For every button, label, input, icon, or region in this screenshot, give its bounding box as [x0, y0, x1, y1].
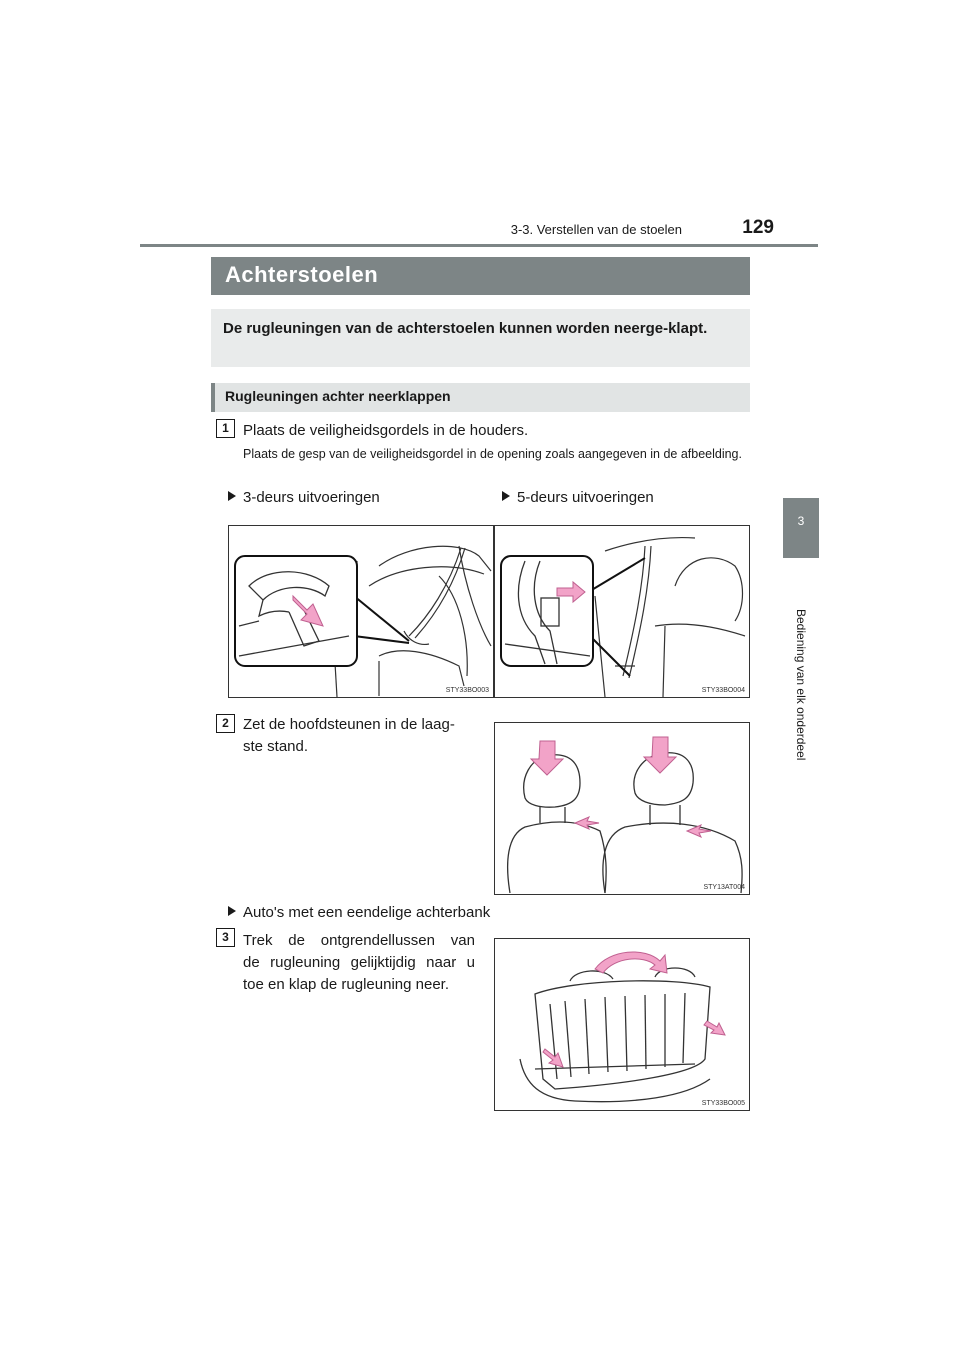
pink-arrow-icon — [703, 1020, 726, 1036]
triangle-bullet-icon — [228, 906, 236, 916]
pink-arrow-icon — [685, 824, 712, 838]
figure-code: STY13AT004 — [703, 884, 745, 891]
intro-box: De rugleuningen van de achterstoelen kun… — [211, 309, 750, 367]
pink-arrow-icon — [542, 1048, 564, 1068]
figure-code: STY33BO005 — [701, 1100, 745, 1107]
variant-one-piece-label: Auto's met een eendelige achterbank — [243, 904, 491, 921]
section-title: Achterstoelen — [225, 262, 379, 287]
header-divider — [140, 244, 818, 247]
subsection-accent — [211, 383, 215, 412]
pink-arrow-icon — [292, 594, 324, 627]
figure-code: STY33BO003 — [445, 687, 489, 694]
step-badge-1: 1 — [216, 419, 235, 438]
fold-arrow-icon — [594, 951, 668, 974]
step-1-text: Plaats de veiligheidsgordels in de houde… — [243, 422, 529, 439]
step-1-note: Plaats de gesp van de veiligheidsgordel … — [243, 447, 742, 461]
variant-5door-label: 5-deurs uitvoeringen — [517, 489, 654, 506]
subsection-bar: Rugleuningen achter neerklappen — [211, 383, 750, 412]
chapter-label: Bediening van elk onderdeel — [794, 609, 808, 761]
step-2-text: Zet de hoofdsteunen in de laag- ste stan… — [243, 714, 483, 758]
page-number: 129 — [742, 217, 774, 238]
figure-5door-seatbelt: STY33BO004 — [494, 525, 750, 698]
chapter-tab: 3 — [783, 498, 819, 558]
seat-fold-illustration — [519, 951, 726, 1103]
pink-arrow-down-icon — [529, 740, 565, 776]
variant-3door: 3-deurs uitvoeringen — [228, 489, 380, 506]
variant-5door: 5-deurs uitvoeringen — [502, 489, 654, 506]
intro-text: De rugleuningen van de achterstoelen kun… — [223, 320, 708, 337]
pink-arrow-icon — [573, 816, 600, 830]
pink-arrow-icon — [556, 580, 586, 604]
step-3-line-2: de rugleuning gelijktijdig naar u — [243, 954, 475, 971]
variant-3door-label: 3-deurs uitvoeringen — [243, 489, 380, 506]
figure-code: STY33BO004 — [701, 687, 745, 694]
step-3-text: Trek de ontgrendellussen van de rugleuni… — [243, 930, 475, 996]
section-title-bar: Achterstoelen — [211, 257, 750, 295]
step-3-line-1: Trek de ontgrendellussen van — [243, 932, 475, 949]
subsection-title: Rugleuningen achter neerklappen — [225, 388, 451, 404]
figure-3door-seatbelt: STY33BO003 — [228, 525, 494, 698]
section-path: 3-3. Verstellen van de stoelen — [510, 222, 682, 237]
figure-headrests: STY13AT004 — [494, 722, 750, 895]
step-2-line-2: ste stand. — [243, 738, 309, 755]
headrest-illustration — [507, 736, 743, 894]
figure-seat-fold: STY33BO005 — [494, 938, 750, 1111]
pink-arrow-down-icon — [642, 736, 678, 774]
variant-one-piece: Auto's met een eendelige achterbank — [228, 904, 490, 921]
step-badge-2: 2 — [216, 714, 235, 733]
step-badge-3: 3 — [216, 928, 235, 947]
seatbelt-illustration-5door — [500, 537, 746, 698]
step-3-line-3: toe en klap de rugleuning neer. — [243, 976, 449, 993]
step-2-line-1: Zet de hoofdsteunen in de laag- — [243, 716, 455, 733]
triangle-bullet-icon — [502, 491, 510, 501]
seatbelt-illustration-3door — [234, 545, 492, 698]
triangle-bullet-icon — [228, 491, 236, 501]
